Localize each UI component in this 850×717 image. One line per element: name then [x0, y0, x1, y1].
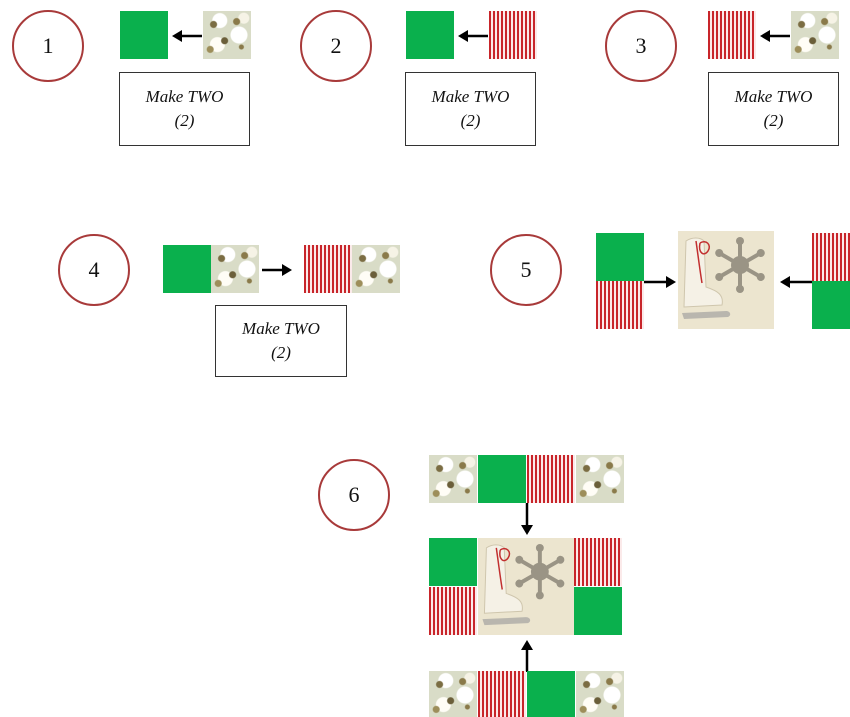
label-line-1: Make TWO	[734, 87, 813, 106]
floral-square	[576, 671, 624, 717]
floral-square	[429, 455, 477, 503]
arrow-up-icon	[521, 640, 533, 672]
striped-square	[429, 587, 477, 635]
striped-square	[812, 233, 850, 281]
step-number-4: 4	[58, 234, 130, 306]
ice-skate-image	[478, 538, 574, 635]
label-line-2: (2)	[174, 111, 195, 130]
ice-skate-image	[678, 231, 774, 329]
green-square	[812, 281, 850, 329]
arrow-right-icon	[262, 264, 292, 276]
floral-square	[352, 245, 400, 293]
skate-center-panel	[678, 231, 774, 329]
arrow-down-icon	[521, 503, 533, 535]
striped-square	[527, 455, 575, 503]
label-line-1: Make TWO	[242, 319, 320, 338]
green-square	[163, 245, 211, 293]
step-number-text: 5	[520, 257, 532, 282]
step-number-3: 3	[605, 10, 677, 82]
floral-square	[211, 245, 259, 293]
arrow-right-icon	[644, 276, 676, 288]
step-number-text: 3	[635, 33, 647, 58]
striped-square	[478, 671, 526, 717]
label-line-1: Make TWO	[431, 87, 510, 106]
striped-square	[304, 245, 352, 293]
arrow-left-icon	[172, 30, 202, 42]
step-number-text: 1	[42, 33, 54, 58]
step-number-5: 5	[490, 234, 562, 306]
label-line-2: (2)	[763, 111, 784, 130]
floral-square	[203, 11, 251, 59]
step-number-text: 2	[330, 33, 342, 58]
step-number-text: 6	[348, 482, 360, 507]
green-square	[429, 538, 477, 586]
skate-center-panel	[478, 538, 574, 635]
make-two-label: Make TWO (2)	[405, 72, 536, 146]
green-square	[527, 671, 575, 717]
label-line-2: (2)	[271, 343, 291, 362]
striped-square	[708, 11, 756, 59]
floral-square	[429, 671, 477, 717]
arrow-left-icon	[458, 30, 488, 42]
label-line-2: (2)	[460, 111, 481, 130]
striped-square	[596, 281, 644, 329]
make-two-label: Make TWO (2)	[708, 72, 839, 146]
green-square	[478, 455, 526, 503]
make-two-label: Make TWO (2)	[119, 72, 250, 146]
label-line-1: Make TWO	[145, 87, 224, 106]
arrow-left-icon	[760, 30, 790, 42]
step-number-2: 2	[300, 10, 372, 82]
floral-square	[576, 455, 624, 503]
striped-square	[489, 11, 537, 59]
step-number-text: 4	[88, 257, 100, 282]
striped-square	[574, 538, 622, 586]
floral-square	[791, 11, 839, 59]
make-two-label: Make TWO (2)	[215, 305, 347, 377]
step-number-1: 1	[12, 10, 84, 82]
green-square	[574, 587, 622, 635]
green-square	[596, 233, 644, 281]
green-square	[120, 11, 168, 59]
arrow-left-icon	[780, 276, 812, 288]
step-number-6: 6	[318, 459, 390, 531]
green-square	[406, 11, 454, 59]
